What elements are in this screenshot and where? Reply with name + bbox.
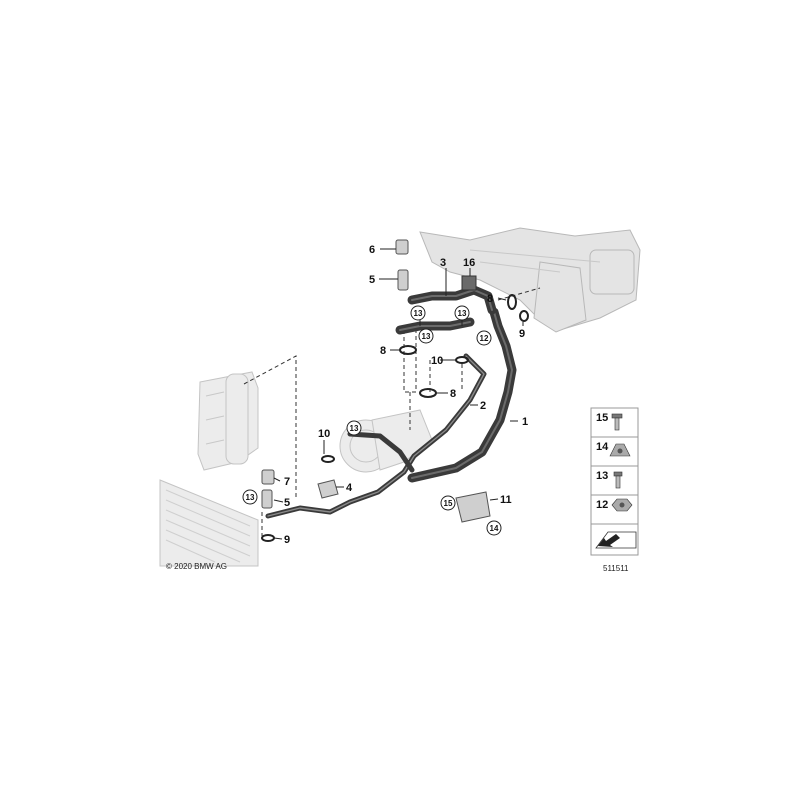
callout-11: 11 [500, 494, 512, 506]
valve-core-5-bottom [261, 489, 273, 509]
seal-ring-8-right [507, 294, 517, 310]
fitting-4 [317, 479, 339, 499]
hose-3 [395, 285, 497, 335]
engine-block-ghost [419, 227, 641, 333]
cap-7 [261, 469, 275, 485]
callout-2: 2 [480, 400, 486, 412]
circled-callout-13-compressor: 13 [346, 420, 362, 436]
seal-ring-10-center [455, 356, 469, 364]
circled-callout-15: 15 [440, 495, 456, 511]
svg-text:15: 15 [444, 499, 453, 508]
seal-ring-9-bottom [261, 534, 275, 542]
bolt-15-icon [611, 413, 623, 431]
callout-3: 3 [440, 257, 446, 269]
callout-9-top: 9 [519, 328, 525, 340]
svg-text:13: 13 [350, 424, 359, 433]
hardware-legend: 15 14 13 12 [590, 407, 639, 556]
circled-callout-14: 14 [486, 520, 502, 536]
circled-callout-13-right: 13 [454, 305, 470, 321]
svg-text:14: 14 [490, 524, 499, 533]
svg-text:13: 13 [414, 309, 423, 318]
bracket-11 [455, 491, 491, 523]
callout-5-bottom: 5 [284, 497, 290, 509]
dashed-guide-lines [243, 287, 541, 536]
hose-2 [265, 353, 487, 519]
legend-14: 14 [596, 441, 609, 453]
callout-4: 4 [346, 482, 353, 494]
copyright-notice: © 2020 BMW AG [166, 562, 227, 571]
svg-text:13: 13 [422, 332, 431, 341]
hose-compressor-line [347, 431, 415, 473]
clip-nut-14-icon [609, 443, 631, 457]
seal-ring-8-center [419, 388, 437, 398]
condenser-ghost [159, 479, 259, 567]
circled-callout-13-top: 13 [410, 305, 426, 321]
seal-ring-10-left [321, 455, 335, 463]
valve-core-5-top [397, 269, 409, 291]
callout-9-bottom: 9 [284, 534, 290, 546]
callout-1: 1 [522, 416, 528, 428]
callout-10-left: 10 [318, 428, 330, 440]
cap-6 [395, 239, 409, 255]
circled-callout-13-center: 13 [418, 328, 434, 344]
circled-callout-12: 12 [476, 330, 492, 346]
callout-10-center: 10 [431, 355, 443, 367]
legend-13: 13 [596, 470, 608, 482]
foam-pad-16 [461, 275, 477, 291]
callout-5-top: 5 [369, 274, 375, 286]
callout-8-right: 8 [487, 293, 493, 305]
svg-text:13: 13 [246, 493, 255, 502]
callout-16: 16 [463, 257, 475, 269]
hose-1 [407, 307, 517, 483]
screw-13-icon [613, 471, 623, 489]
legend-12: 12 [596, 499, 608, 511]
seal-ring-8-left [399, 345, 417, 355]
receiver-drier-ghost [197, 371, 259, 471]
legend-15: 15 [596, 412, 608, 424]
seal-ring-9-top [519, 310, 529, 322]
grommet-arrow-icon [595, 531, 637, 549]
hex-nut-12-icon [611, 498, 633, 512]
callout-8-center: 8 [450, 388, 456, 400]
svg-text:12: 12 [480, 334, 489, 343]
circled-callout-13-bottom: 13 [242, 489, 258, 505]
diagram-id: 511511 [603, 564, 629, 573]
svg-text:13: 13 [458, 309, 467, 318]
callout-8-left: 8 [380, 345, 386, 357]
callout-6: 6 [369, 244, 375, 256]
callout-7: 7 [284, 476, 290, 488]
